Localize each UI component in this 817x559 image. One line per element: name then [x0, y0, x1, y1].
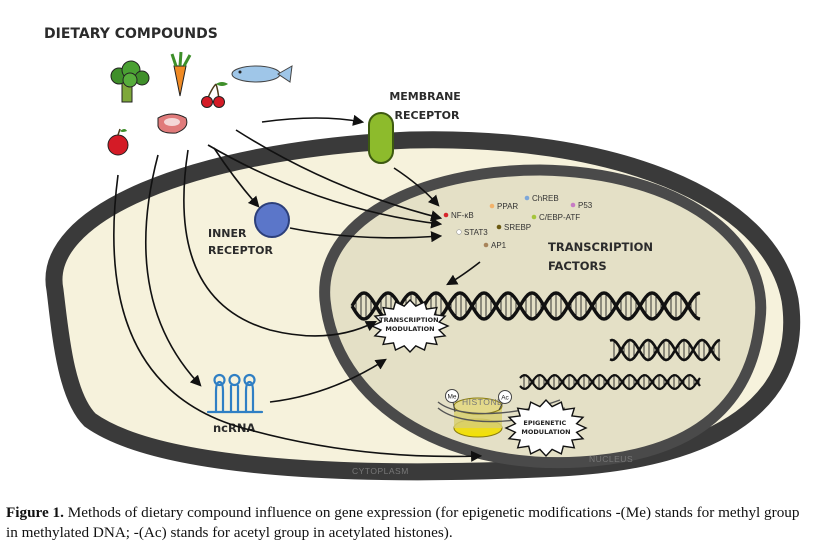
membrane-receptor-label-2: RECEPTOR [395, 109, 460, 122]
transcription-factors-label-1: TRANSCRIPTION [548, 240, 653, 254]
cytoplasm-label: CYTOPLASM [352, 466, 409, 476]
arrow-tf-to-dna [446, 261, 481, 286]
arrow-food-to-tf-2 [207, 144, 443, 229]
ncrna-icon [206, 373, 264, 414]
apple-icon [107, 128, 129, 156]
figure-caption-text: Methods of dietary compound influence on… [6, 504, 800, 541]
broccoli-icon [110, 60, 150, 103]
diagram: DIETARY COMPOUNDS MEMBRANE RECEPTOR INNE… [44, 26, 801, 481]
arrow-inner-to-tf [289, 227, 443, 243]
inner-receptor [254, 202, 290, 238]
fish-icon [231, 65, 293, 83]
epigenetic-modulation-label-1: EPIGENETIC [523, 419, 566, 427]
tf-chreb-dot [524, 195, 530, 201]
cherries-icon [201, 82, 228, 108]
acetyl-group: Ac [498, 390, 512, 411]
diagram-title: DIETARY COMPOUNDS [44, 26, 218, 42]
nucleus [319, 164, 767, 469]
inner-receptor-label-2: RECEPTOR [208, 244, 273, 257]
arrow-membrane-to-tf [393, 167, 440, 207]
arrow-food-to-epigenetic [113, 174, 483, 462]
tf-stat3-dot [456, 229, 462, 235]
svg-text:INNER RECEPTOR: INNER RECEPTOR [208, 227, 273, 257]
transcription-factors-label-2: FACTORS [548, 259, 607, 273]
transcription-factor-list: NF-κB PPAR ChREB P53 STAT3 SREBP C/EBP-A… [443, 194, 593, 250]
arrow-to-membrane-receptor [261, 114, 365, 126]
histone-label: HISTONE [462, 397, 503, 407]
tf-nfkb-label: NF-κB [451, 211, 474, 220]
tf-p53-label: P53 [578, 201, 593, 210]
transcription-modulation-label-1: TRANSCRIPTION [379, 316, 438, 324]
influence-arrows [113, 114, 483, 462]
arrow-ncrna-to-transcription [269, 358, 387, 403]
histone: HISTONE [453, 397, 503, 438]
tf-ap1-label: AP1 [491, 241, 507, 250]
inner-receptor-label-1: INNER [208, 227, 247, 240]
figure-caption-label: Figure 1. [6, 504, 64, 521]
tf-srebp-label: SREBP [504, 223, 531, 232]
tf-chreb-label: ChREB [532, 194, 559, 203]
ncrna-label: ncRNA [213, 421, 255, 435]
tf-srebp-dot [496, 224, 502, 230]
tf-p53-dot [570, 202, 576, 208]
arrow-food-to-tf-1 [235, 129, 443, 222]
svg-text:TRANSCRIPTION FACTORS: TRANSCRIPTION FACTORS [548, 240, 657, 273]
meat-icon [157, 113, 188, 134]
methyl-label: Me [447, 394, 456, 401]
carrot-icon [170, 51, 192, 97]
dna-helix [350, 291, 721, 391]
svg-text:MEMBRANE RECEPTOR: MEMBRANE RECEPTOR [389, 90, 464, 122]
tf-stat3-label: STAT3 [464, 228, 488, 237]
membrane-receptor [368, 112, 394, 164]
epigenetic-modulation-burst: EPIGENETIC MODULATION [504, 398, 588, 458]
tf-ap1-dot [483, 242, 489, 248]
methyl-group: Me [445, 389, 459, 413]
svg-text:EPIGENETIC MODULATION: EPIGENETIC MODULATION [521, 419, 570, 436]
transcription-modulation-label-2: MODULATION [385, 325, 434, 333]
tf-cebp-label: C/EBP-ATF [539, 213, 580, 222]
tf-ppar-dot [489, 203, 495, 209]
tf-nfkb-dot [443, 212, 449, 218]
svg-text:TRANSCRIPTION MODULATION: TRANSCRIPTION MODULATION [379, 316, 441, 333]
epigenetic-modulation-label-2: MODULATION [521, 428, 570, 436]
nucleus-label: NUCLEUS [589, 454, 633, 464]
membrane-receptor-label-1: MEMBRANE [389, 90, 461, 103]
arrow-to-inner-receptor [213, 147, 260, 208]
acetyl-label: Ac [501, 395, 509, 402]
figure-caption: Figure 1. Methods of dietary compound in… [6, 503, 812, 543]
transcription-modulation-burst: TRANSCRIPTION MODULATION [370, 298, 450, 354]
tf-cebp-dot [531, 214, 537, 220]
arrow-food-to-transcription [183, 149, 377, 337]
tf-ppar-label: PPAR [497, 202, 518, 211]
arrow-food-to-ncrna [144, 154, 202, 387]
